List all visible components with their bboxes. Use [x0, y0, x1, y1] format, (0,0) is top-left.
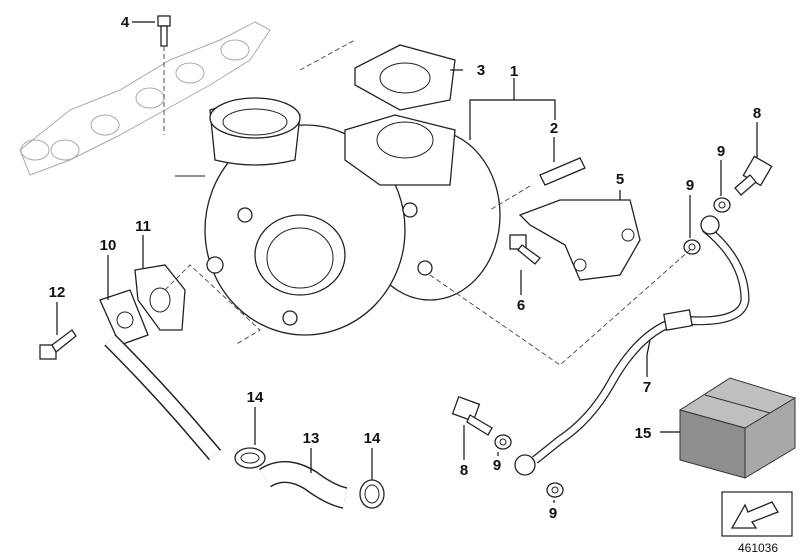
callout-8-upper: 8: [753, 105, 761, 122]
leader-1: [469, 99, 556, 140]
callout-15: 15: [635, 425, 652, 442]
washer-part-9-upper[interactable]: [683, 160, 731, 255]
turbocharger-part-1[interactable]: [175, 97, 501, 336]
callout-12: 12: [49, 284, 66, 301]
callout-9-lower-left: 9: [493, 457, 501, 474]
callout-6: 6: [517, 297, 525, 314]
gasket-part-11[interactable]: [134, 235, 186, 331]
callout-7: 7: [643, 379, 651, 396]
callout-11: 11: [135, 218, 151, 235]
banjo-bolt-part-8[interactable]: [734, 122, 773, 196]
gasket-part-3[interactable]: [354, 44, 456, 111]
callout-3: 3: [477, 62, 485, 79]
bolt-part-12[interactable]: [39, 302, 77, 360]
arrow-down-left-icon[interactable]: [721, 491, 793, 537]
callout-9-lower-right: 9: [549, 505, 557, 522]
oil-return-pipe-part-10[interactable]: [99, 255, 222, 461]
callout-2: 2: [550, 120, 558, 137]
callout-8-lower: 8: [460, 462, 468, 479]
bolt-part-4[interactable]: [157, 15, 171, 135]
hose-part-13[interactable]: [259, 448, 348, 509]
hose-clamp-part-14-right[interactable]: [359, 448, 385, 509]
callout-5: 5: [616, 171, 624, 188]
callout-14-right: 14: [364, 430, 381, 447]
callout-9-upper-left: 9: [686, 177, 694, 194]
callout-4: 4: [121, 14, 130, 31]
banjo-bolt-part-8-lower[interactable]: [451, 395, 493, 460]
callout-13: 13: [303, 430, 320, 447]
stud-part-2[interactable]: [539, 137, 586, 186]
bolt-part-6[interactable]: [509, 234, 541, 295]
oil-line-part-7[interactable]: [514, 215, 750, 476]
callout-1: 1: [510, 63, 518, 80]
callout-10: 10: [100, 237, 117, 254]
callout-14-left: 14: [247, 389, 264, 406]
washer-part-9-lower[interactable]: [494, 434, 564, 503]
bracket-part-5[interactable]: [518, 190, 641, 281]
callout-9-upper-right: 9: [717, 143, 725, 160]
repair-kit-box-part-15[interactable]: [660, 377, 797, 479]
hose-clamp-part-14-left[interactable]: [234, 407, 266, 469]
diagram-number: 461036: [738, 541, 778, 555]
